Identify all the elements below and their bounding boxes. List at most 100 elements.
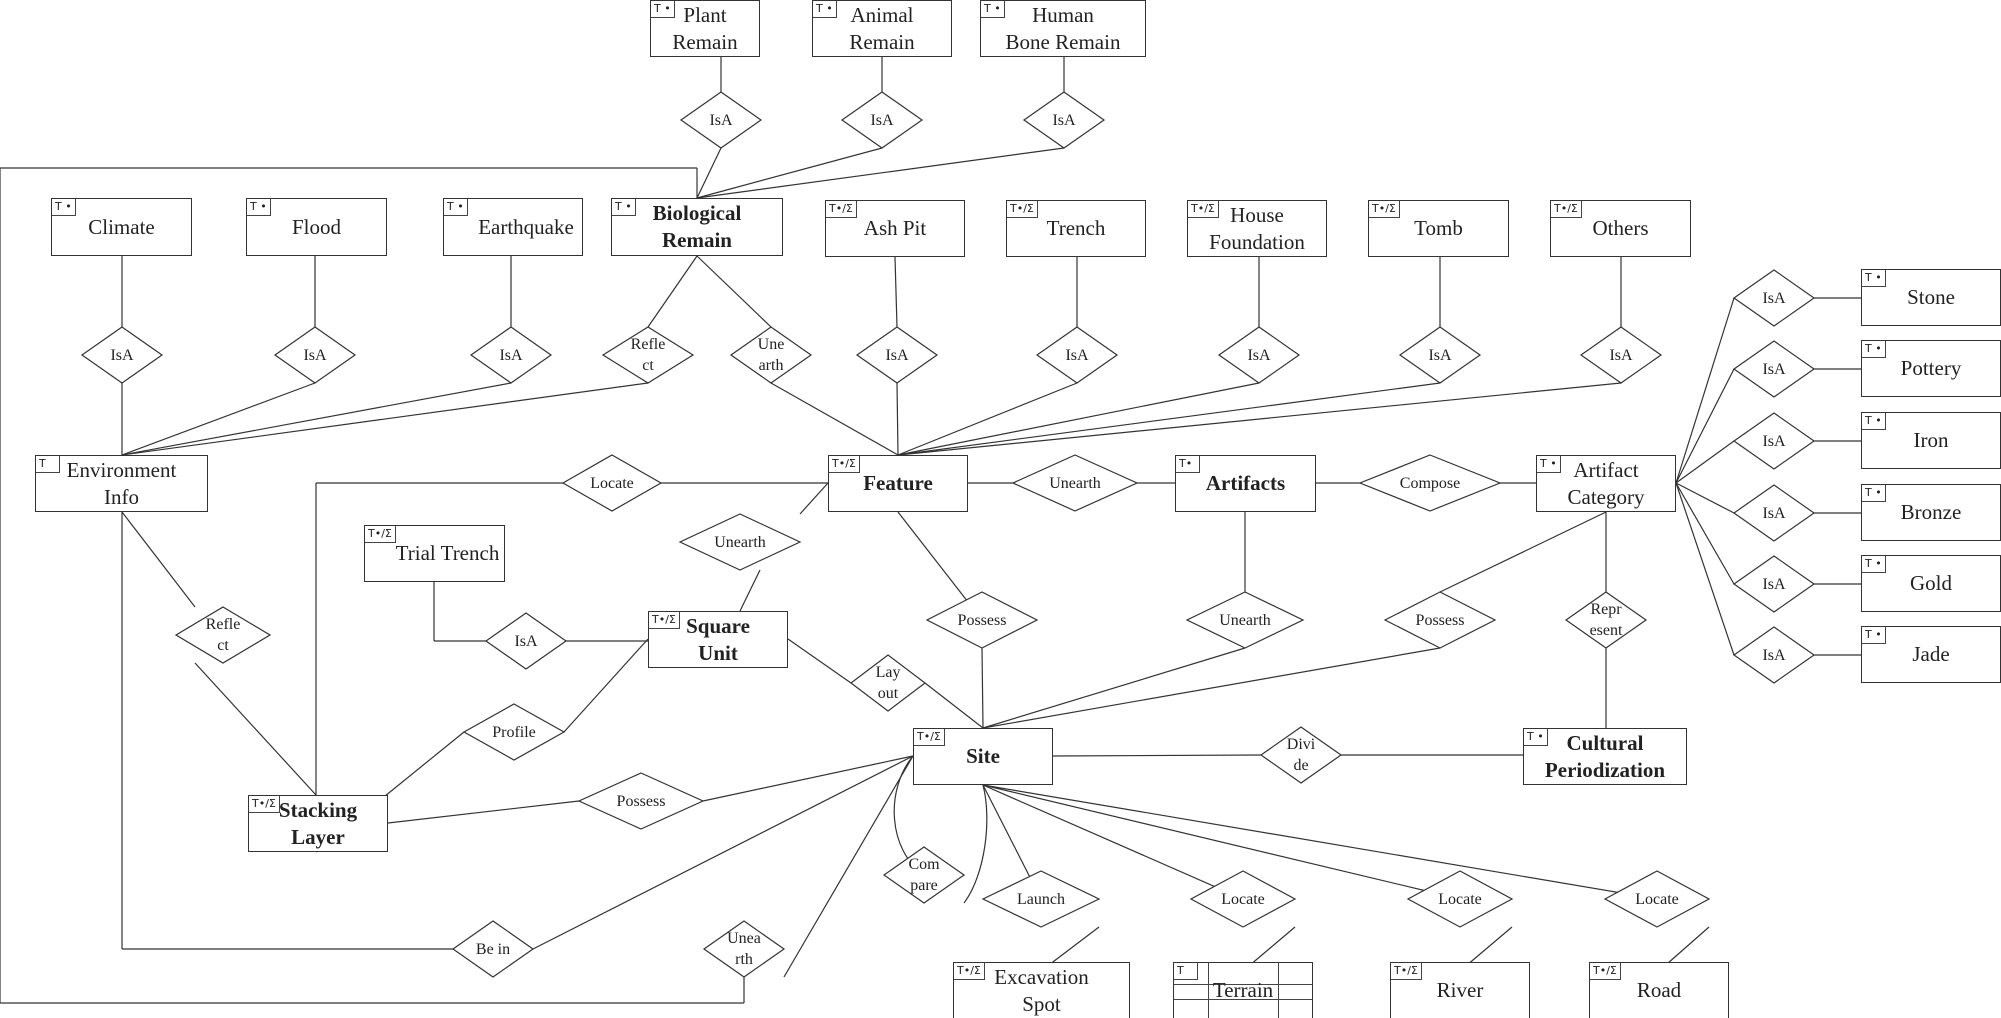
entity-name: Feature	[863, 470, 933, 497]
entity-name-line: Excavation	[994, 964, 1089, 989]
entity-name-line: Biological	[652, 201, 742, 225]
entity-artifacts: T•Artifacts	[1175, 455, 1316, 512]
relationship-diamond-isa-earthquake	[469, 326, 553, 384]
entity-trench: T•/Σ Trench	[1006, 200, 1146, 257]
connector-line	[897, 382, 1441, 456]
entity-name-line: Pottery	[1900, 356, 1962, 380]
connector-line	[783, 755, 914, 978]
entity-type-badge: T•/Σ	[1551, 201, 1582, 218]
entity-type-badge: T•/Σ	[954, 963, 985, 980]
entity-type-badge: T•/Σ	[1007, 201, 1038, 218]
relationship-diamond-unearth-bio	[729, 326, 813, 384]
entity-name-line: Others	[1592, 216, 1649, 240]
relationship-diamond-isa-tomb	[1398, 326, 1482, 384]
entity-name-line: Bronze	[1900, 500, 1962, 524]
relationship-diamond-isa-stone	[1732, 269, 1816, 327]
relationship-diamond-isa-climate	[80, 326, 164, 384]
entity-name: Trench	[1047, 215, 1106, 242]
grid-line	[1208, 963, 1209, 1018]
entity-name-line: Gold	[1910, 571, 1952, 595]
connector-line	[897, 382, 1260, 456]
entity-name: Earthquake	[452, 214, 574, 241]
connector-line	[121, 382, 316, 456]
relationship-diamond-unearth-artifacts-site	[1185, 591, 1305, 649]
entity-name: Iron	[1914, 427, 1949, 454]
entity-type-badge: T •	[1537, 456, 1561, 473]
entity-name-line: Tomb	[1414, 216, 1463, 240]
entity-type-badge: T •	[1862, 270, 1886, 287]
entity-name: Stone	[1907, 284, 1955, 311]
entity-name-line: Remain	[661, 228, 732, 252]
entity-type-badge: T •	[1862, 413, 1886, 430]
entity-name-line: Artifact	[1573, 457, 1639, 482]
entity-name-line: Remain	[849, 29, 915, 54]
connector-line	[387, 800, 580, 824]
connector-line	[1439, 511, 1607, 593]
entity-name-line: Category	[1567, 484, 1645, 509]
entity-iron: T • Iron	[1861, 412, 2001, 469]
entity-name: River	[1437, 977, 1484, 1004]
entity-gold: T • Gold	[1861, 555, 2001, 612]
entity-type-badge: T •	[612, 199, 636, 216]
connector-line	[121, 382, 649, 456]
connector-line	[770, 382, 899, 456]
connector-line	[1675, 297, 1735, 484]
entity-name: Trial Trench	[370, 540, 500, 567]
entity-name-line: Unit	[698, 640, 738, 665]
entity-type-badge: T •	[1862, 556, 1886, 573]
entity-name-line: Feature	[863, 471, 933, 495]
connector-line	[982, 647, 1246, 729]
connector-line	[696, 147, 722, 199]
entity-name-line: Site	[966, 744, 1000, 768]
entity-name-line: Bone Remain	[1005, 29, 1121, 54]
entity-name: Site	[966, 743, 1000, 770]
entity-name: Ash Pit	[864, 215, 926, 242]
entity-name-line: Flood	[291, 214, 341, 239]
relationship-diamond-locate-feature	[561, 454, 663, 512]
entity-name-line: Animal	[850, 2, 914, 27]
connector-curve	[963, 784, 988, 904]
connector-line	[982, 647, 1441, 729]
connector-line	[121, 382, 512, 456]
entity-earthquake: T •Earthquake	[443, 198, 583, 256]
relationship-diamond-profile	[462, 703, 566, 761]
connector-line	[982, 784, 1658, 900]
entity-name: Others	[1593, 215, 1649, 242]
entity-type-badge: T •	[1862, 485, 1886, 502]
entity-type-badge: T•/Σ	[1590, 963, 1621, 980]
relationship-diamond-unearth-bottom	[702, 920, 786, 978]
connector-line	[1675, 368, 1735, 484]
entity-name-line: Spot	[1022, 991, 1061, 1016]
relationship-diamond-layout	[850, 654, 926, 712]
relationship-diamond-unearth-feature-artifacts	[1011, 454, 1139, 512]
entity-name: Gold	[1910, 570, 1952, 597]
entity-name: Pottery	[1901, 355, 1962, 382]
entity-name-line: Human	[1032, 2, 1094, 27]
entity-type-badge: T•/Σ	[365, 526, 396, 543]
entity-name: Bronze	[1901, 499, 1962, 526]
relationship-diamond-possess-stacking	[577, 772, 705, 830]
connector-line	[647, 255, 698, 328]
entity-type-badge: T	[36, 456, 60, 473]
connector-line	[1052, 754, 1262, 757]
entity-name-line: Trial Trench	[395, 541, 500, 565]
relationship-diamond-isa-gold	[1732, 555, 1816, 613]
connector-line	[1675, 440, 1735, 484]
connector-line	[696, 147, 1065, 199]
relationship-diamond-compare	[882, 846, 966, 904]
